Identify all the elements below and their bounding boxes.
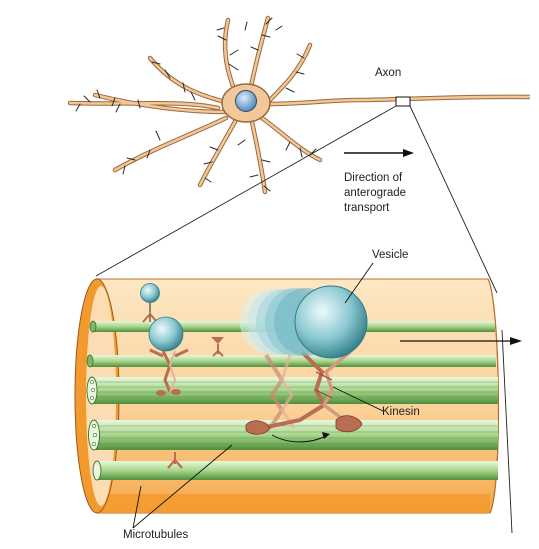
axon-zoom-box	[395, 96, 411, 107]
transport-arrow	[400, 337, 522, 345]
kinesin-head	[335, 415, 363, 433]
vesicle-sphere	[294, 285, 368, 359]
kinesin-motor	[140, 283, 160, 323]
vesicle-sphere	[148, 316, 184, 352]
zoom-lines	[95, 105, 513, 534]
microtubule-rod	[86, 376, 498, 405]
neuron-illustration	[67, 15, 531, 195]
kinesin-head	[245, 420, 271, 435]
microtubule-rod	[88, 419, 498, 451]
microtubule-rod	[92, 460, 498, 481]
direction-arrow	[344, 149, 414, 157]
vesicle-stack	[240, 285, 368, 359]
kinesin-motor	[148, 316, 189, 396]
direction-label-line-2: anterograde	[344, 187, 407, 199]
vesicle-sphere	[140, 283, 160, 303]
microtubules-label: Microtubules	[123, 529, 189, 541]
axon-membrane-edge	[487, 278, 500, 514]
leader-lines	[132, 262, 384, 529]
kinesin-label: Kinesin	[382, 406, 420, 418]
microtubules	[86, 320, 498, 481]
direction-label-line-3: transport	[344, 202, 390, 214]
kinesin-motor	[211, 337, 224, 357]
kinesin-motor	[167, 452, 183, 469]
direction-label-line-1: Direction of	[344, 172, 403, 184]
axon-label: Axon	[375, 67, 402, 79]
nucleus	[235, 90, 257, 112]
vesicle-label: Vesicle	[372, 249, 409, 261]
kinesin-motor	[245, 350, 363, 443]
axon-cross-section	[74, 278, 522, 514]
microtubule-rod	[86, 354, 496, 368]
